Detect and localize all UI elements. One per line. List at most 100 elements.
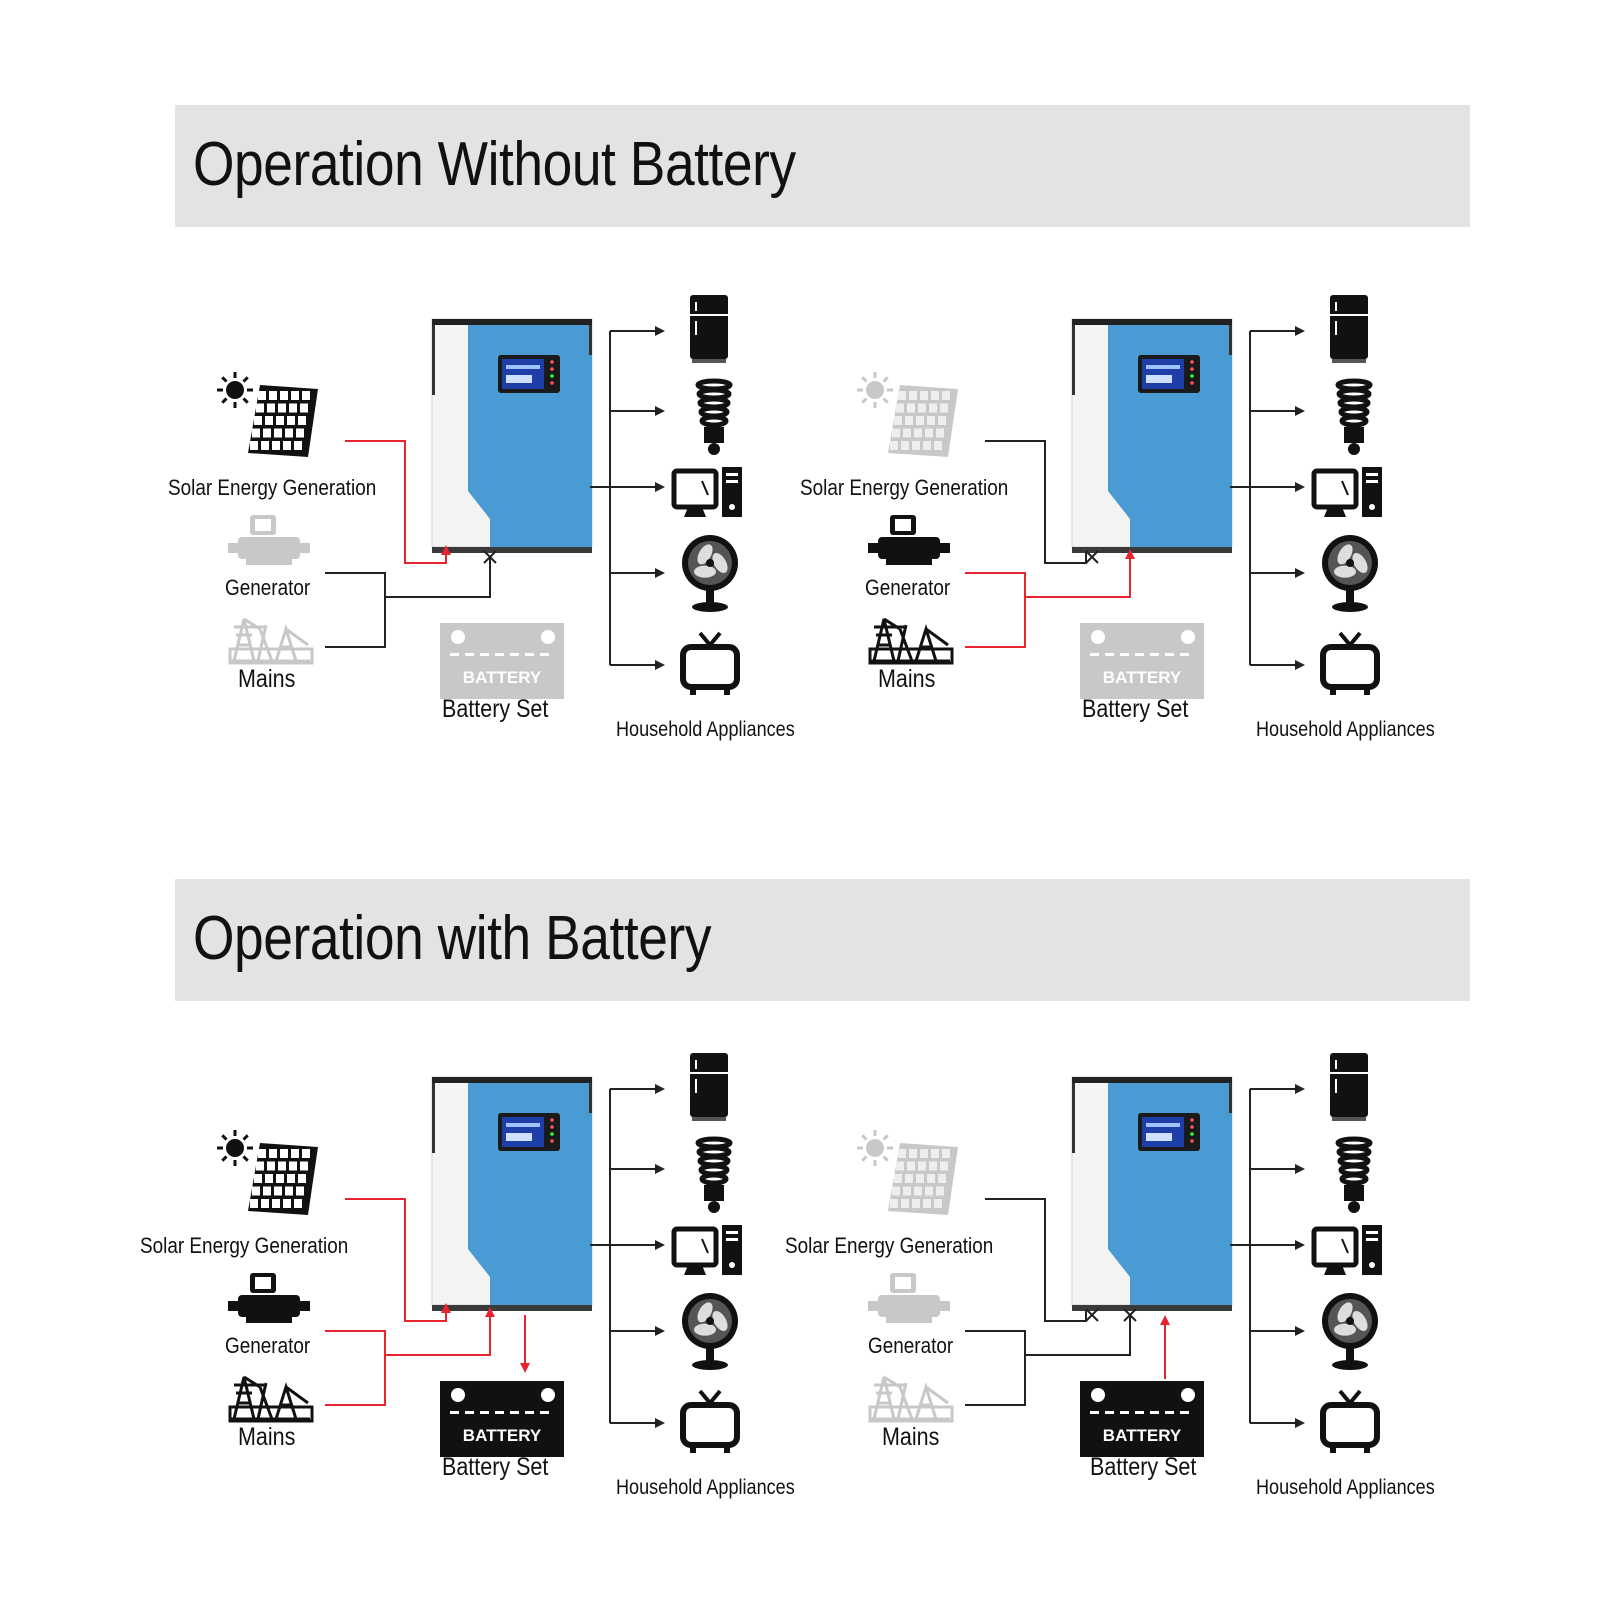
arrow-head [655, 406, 665, 416]
section-title: Operation with Battery [193, 904, 712, 973]
battery-set-label: Battery Set [1082, 695, 1189, 723]
household-appliances-label: Household Appliances [616, 718, 795, 741]
ac-input-line [1025, 1315, 1131, 1356]
refrigerator-icon [690, 295, 728, 363]
arrow-head [655, 1240, 665, 1250]
generator-icon [868, 515, 950, 565]
solar-panel-icon [857, 372, 958, 457]
diagram-graphic: BATTERY [217, 1053, 742, 1457]
generator-icon [228, 515, 310, 565]
battery-icon: BATTERY [1080, 1381, 1204, 1457]
arrow-head [1295, 482, 1305, 492]
gen-mains-feed-line [965, 1330, 1026, 1406]
television-icon [1320, 631, 1380, 695]
arrow-head [1295, 660, 1305, 670]
refrigerator-icon [1330, 1053, 1368, 1121]
mains-label: Mains [878, 665, 936, 693]
arrow-head [1295, 406, 1305, 416]
mains-label: Mains [238, 665, 296, 693]
light-bulb-icon [1335, 1136, 1373, 1213]
household-appliances-label: Household Appliances [1256, 718, 1435, 741]
arrow-head [485, 1307, 495, 1317]
arrow-head [441, 545, 451, 555]
battery-word: BATTERY [1103, 1426, 1182, 1445]
arrow-head [1160, 1315, 1170, 1325]
arrow-head [1125, 549, 1135, 559]
ac-input-line [1025, 557, 1131, 598]
computer-icon [671, 467, 742, 517]
arrow-head [1295, 1084, 1305, 1094]
cross-mark [1085, 1308, 1099, 1322]
battery-set-label: Battery Set [442, 695, 549, 723]
light-bulb-icon [1335, 378, 1373, 455]
arrow-head [1295, 1240, 1305, 1250]
diagram-graphic: BATTERY [857, 1053, 1382, 1457]
arrow-head [655, 482, 665, 492]
section-banner-with-battery: Operation with Battery [175, 879, 1470, 1001]
arrow-head [1295, 568, 1305, 578]
arrow-head [1295, 1326, 1305, 1336]
cross-mark [483, 550, 497, 564]
battery-set-label: Battery Set [1090, 1453, 1197, 1481]
generator-label: Generator [225, 575, 311, 600]
battery-set-label: Battery Set [442, 1453, 549, 1481]
generator-icon [868, 1273, 950, 1323]
arrow-head [655, 326, 665, 336]
household-appliances-label: Household Appliances [616, 1476, 795, 1499]
fan-icon [1322, 535, 1378, 612]
ac-input-line [385, 1315, 491, 1356]
solar-energy-label: Solar Energy Generation [785, 1233, 994, 1258]
solar-feed-line [345, 1198, 447, 1322]
arrow-head [655, 1418, 665, 1428]
cross-mark [1123, 1308, 1137, 1322]
power-tower-icon [228, 617, 314, 665]
television-icon [680, 1389, 740, 1453]
gen-mains-feed-line [325, 572, 386, 648]
power-tower-icon [228, 1375, 314, 1423]
arrow-head [655, 568, 665, 578]
section-banner-without-battery: Operation Without Battery [175, 105, 1470, 227]
solar-panel-icon [857, 1130, 958, 1215]
solar-feed-line [985, 440, 1087, 564]
generator-label: Generator [865, 575, 951, 600]
mains-label: Mains [238, 1423, 296, 1451]
hybrid-inverter-icon [431, 318, 593, 553]
refrigerator-icon [690, 1053, 728, 1121]
ac-input-line [385, 557, 491, 598]
gen-mains-feed-line [965, 572, 1026, 648]
arrow-head [1295, 1164, 1305, 1174]
hybrid-inverter-icon [1071, 318, 1233, 553]
fan-icon [1322, 1293, 1378, 1370]
arrow-head [1295, 1418, 1305, 1428]
battery-word: BATTERY [463, 1426, 542, 1445]
computer-icon [1311, 467, 1382, 517]
refrigerator-icon [1330, 295, 1368, 363]
solar-energy-label: Solar Energy Generation [168, 475, 377, 500]
light-bulb-icon [695, 1136, 733, 1213]
arrow-head [520, 1363, 530, 1373]
diagram-graphic: BATTERY [217, 295, 742, 699]
generator-label: Generator [225, 1333, 311, 1358]
arrow-head [655, 1326, 665, 1336]
solar-energy-label: Solar Energy Generation [800, 475, 1009, 500]
gen-mains-feed-line [325, 1330, 386, 1406]
television-icon [1320, 1389, 1380, 1453]
computer-icon [1311, 1225, 1382, 1275]
solar-energy-label: Solar Energy Generation [140, 1233, 349, 1258]
computer-icon [671, 1225, 742, 1275]
light-bulb-icon [695, 378, 733, 455]
arrow-head [655, 1164, 665, 1174]
solar-feed-line [345, 440, 447, 564]
cross-mark [1085, 550, 1099, 564]
fan-icon [682, 535, 738, 612]
television-icon [680, 631, 740, 695]
generator-icon [228, 1273, 310, 1323]
hybrid-inverter-icon [1071, 1076, 1233, 1311]
diagram-graphic: BATTERY [857, 295, 1382, 699]
fan-icon [682, 1293, 738, 1370]
section-title: Operation Without Battery [193, 130, 796, 199]
solar-panel-icon [217, 372, 318, 457]
